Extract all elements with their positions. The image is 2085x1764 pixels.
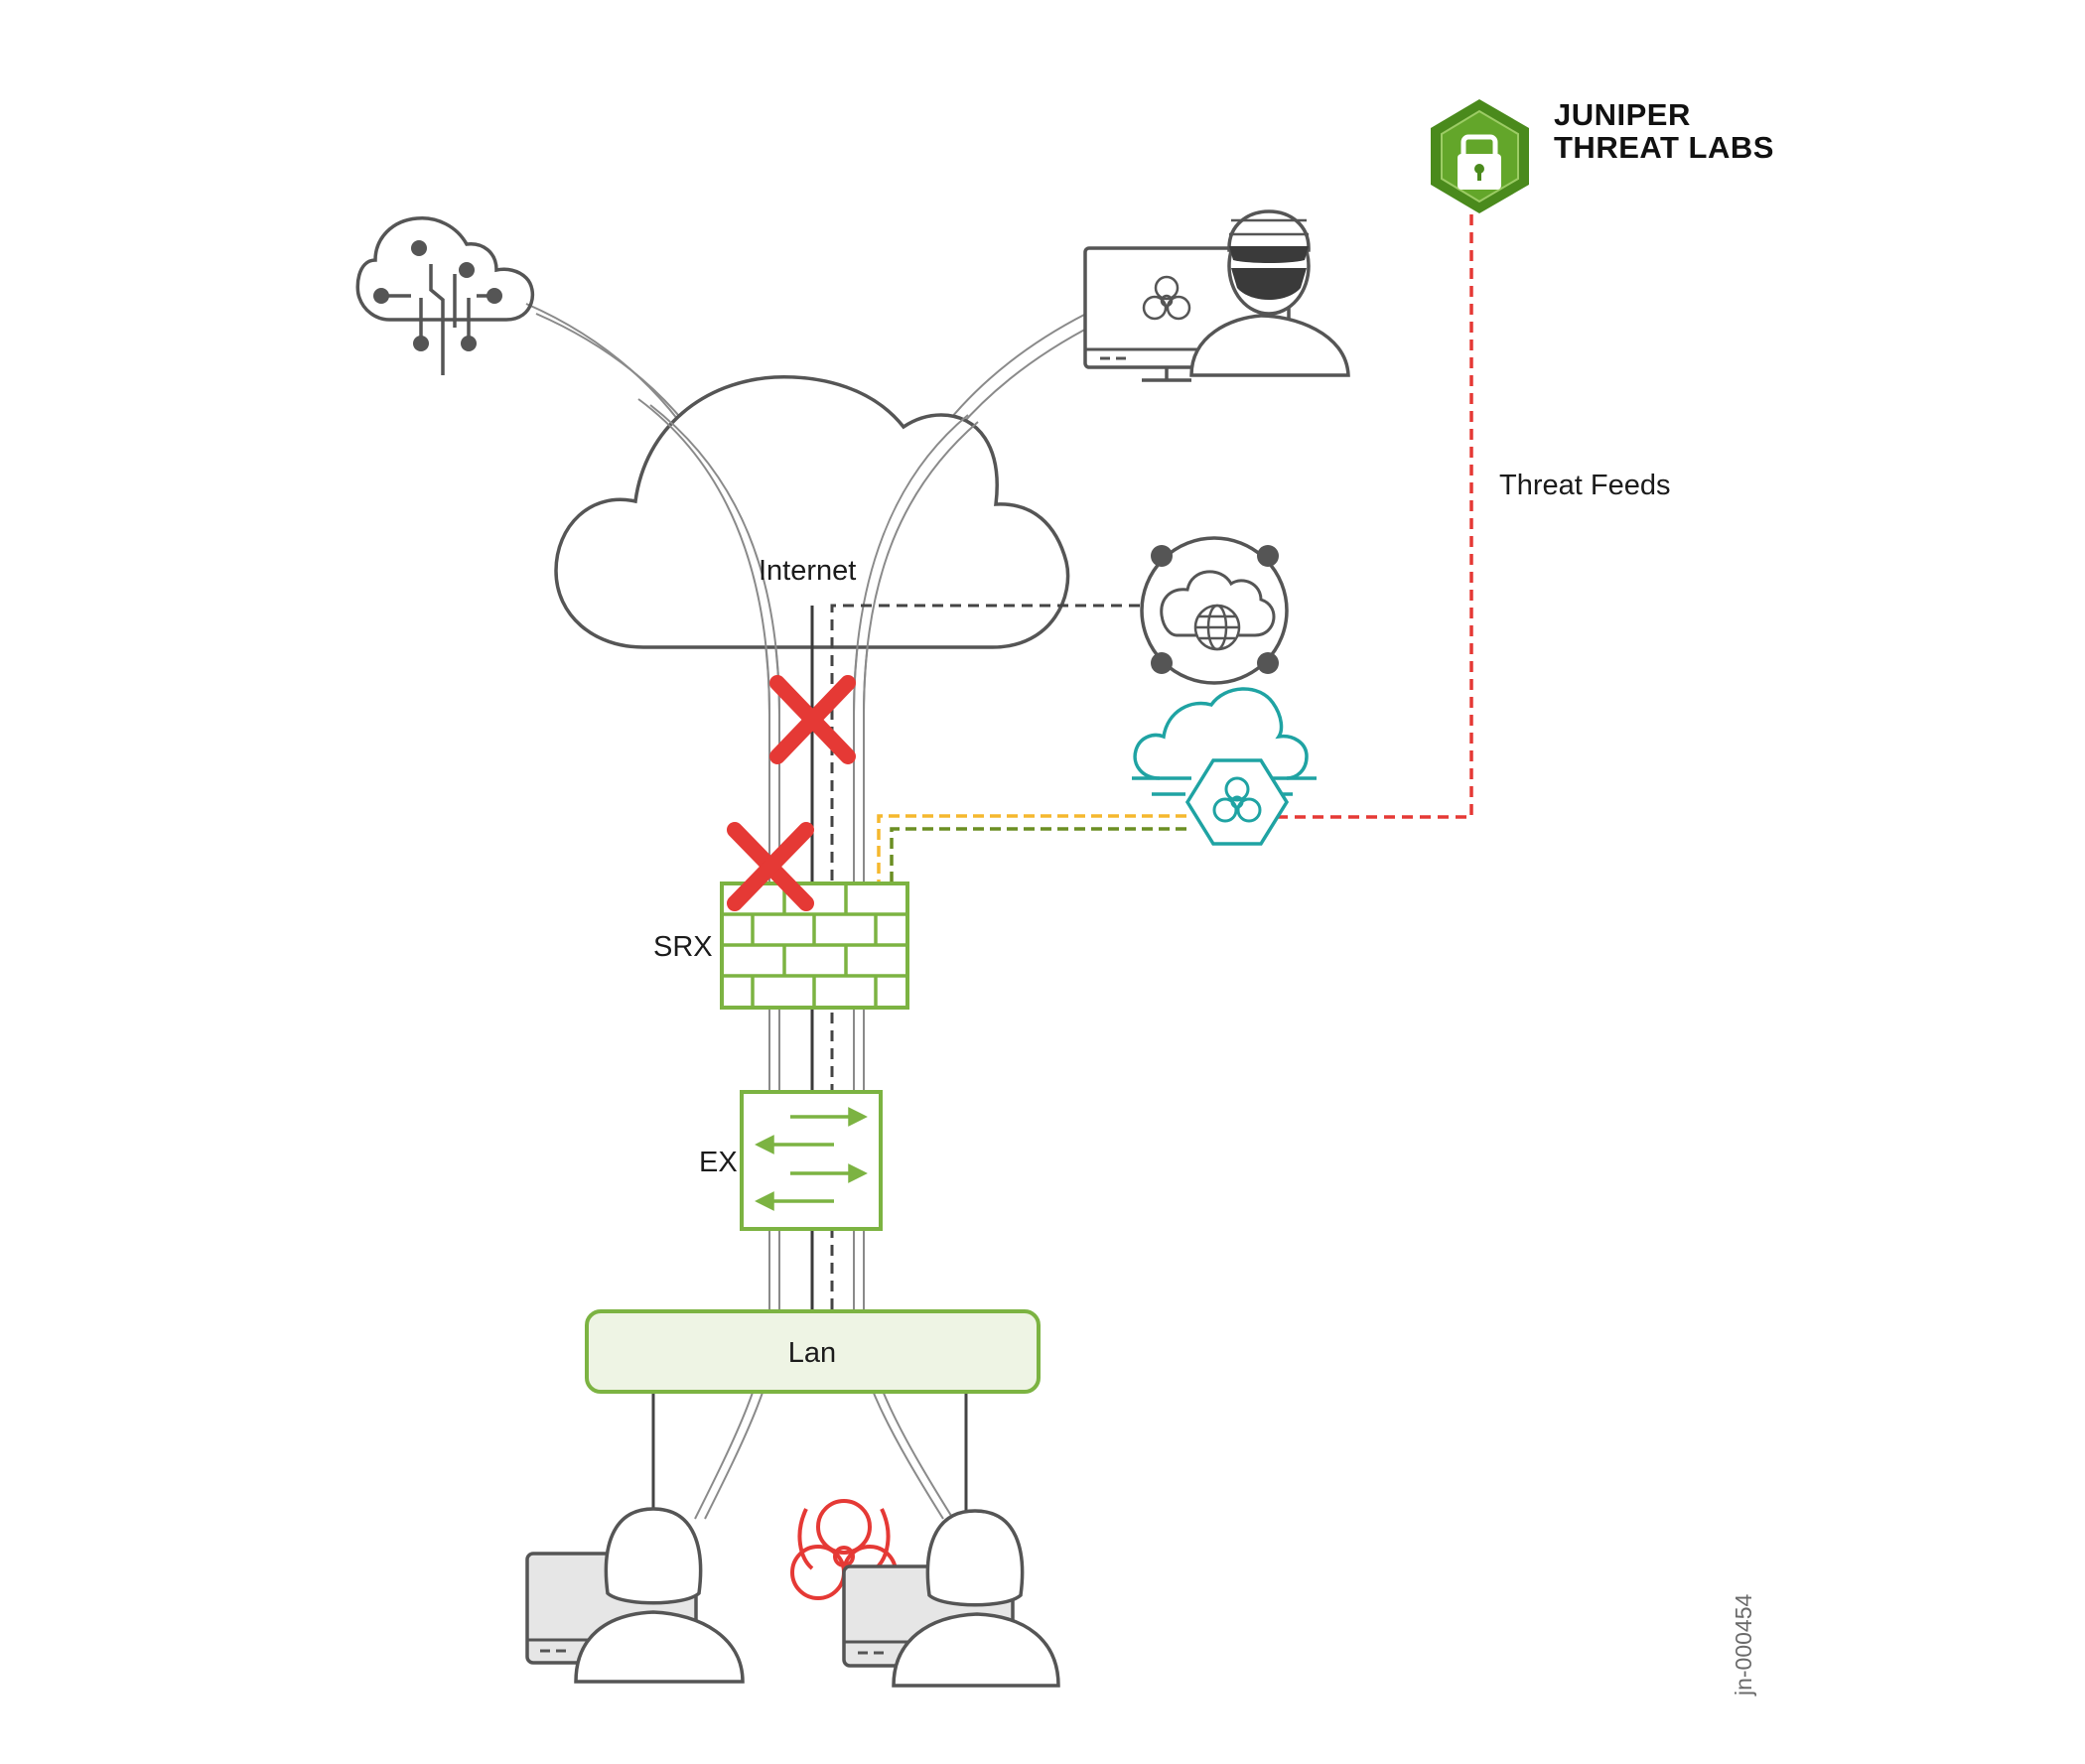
biohazard-cloud-icon [1132,687,1317,846]
red-x-icon [769,675,856,764]
red-x-icon-srx [727,822,814,911]
globe-icon [1193,604,1241,651]
srx-label: SRX [653,931,713,963]
sandbox-green-link [890,827,1186,883]
brand-line-1: JUNIPER [1554,97,1691,132]
sandbox-yellow-link [877,814,1186,883]
threat-feeds-label: Threat Feeds [1499,470,1670,501]
user-at-laptop-icon-left [525,1507,745,1684]
lan-label: Lan [788,1337,836,1369]
ex-switch-icon [740,1090,883,1231]
cloud-overlay-lines [637,398,1140,716]
internet-cloud [554,375,1070,649]
sandbox-biohazard-icon [1212,776,1262,823]
hacker-at-computer-icon [1083,209,1350,382]
internet-label: Internet [759,555,856,587]
circuit-nodes [373,240,502,351]
lan-segment [585,1309,1041,1394]
hexagon-lock-icon [1431,99,1529,213]
user-at-laptop-icon-right [842,1509,1060,1688]
screen-biohazard-icon [1142,275,1191,321]
cloud-globe-network-icon [1140,536,1289,685]
ex-label: EX [699,1147,738,1178]
srx-firewall-icon [720,882,909,1010]
diagram-id: jn-000454 [1731,1593,1756,1696]
brand-line-2: THREAT LABS [1554,130,1774,165]
